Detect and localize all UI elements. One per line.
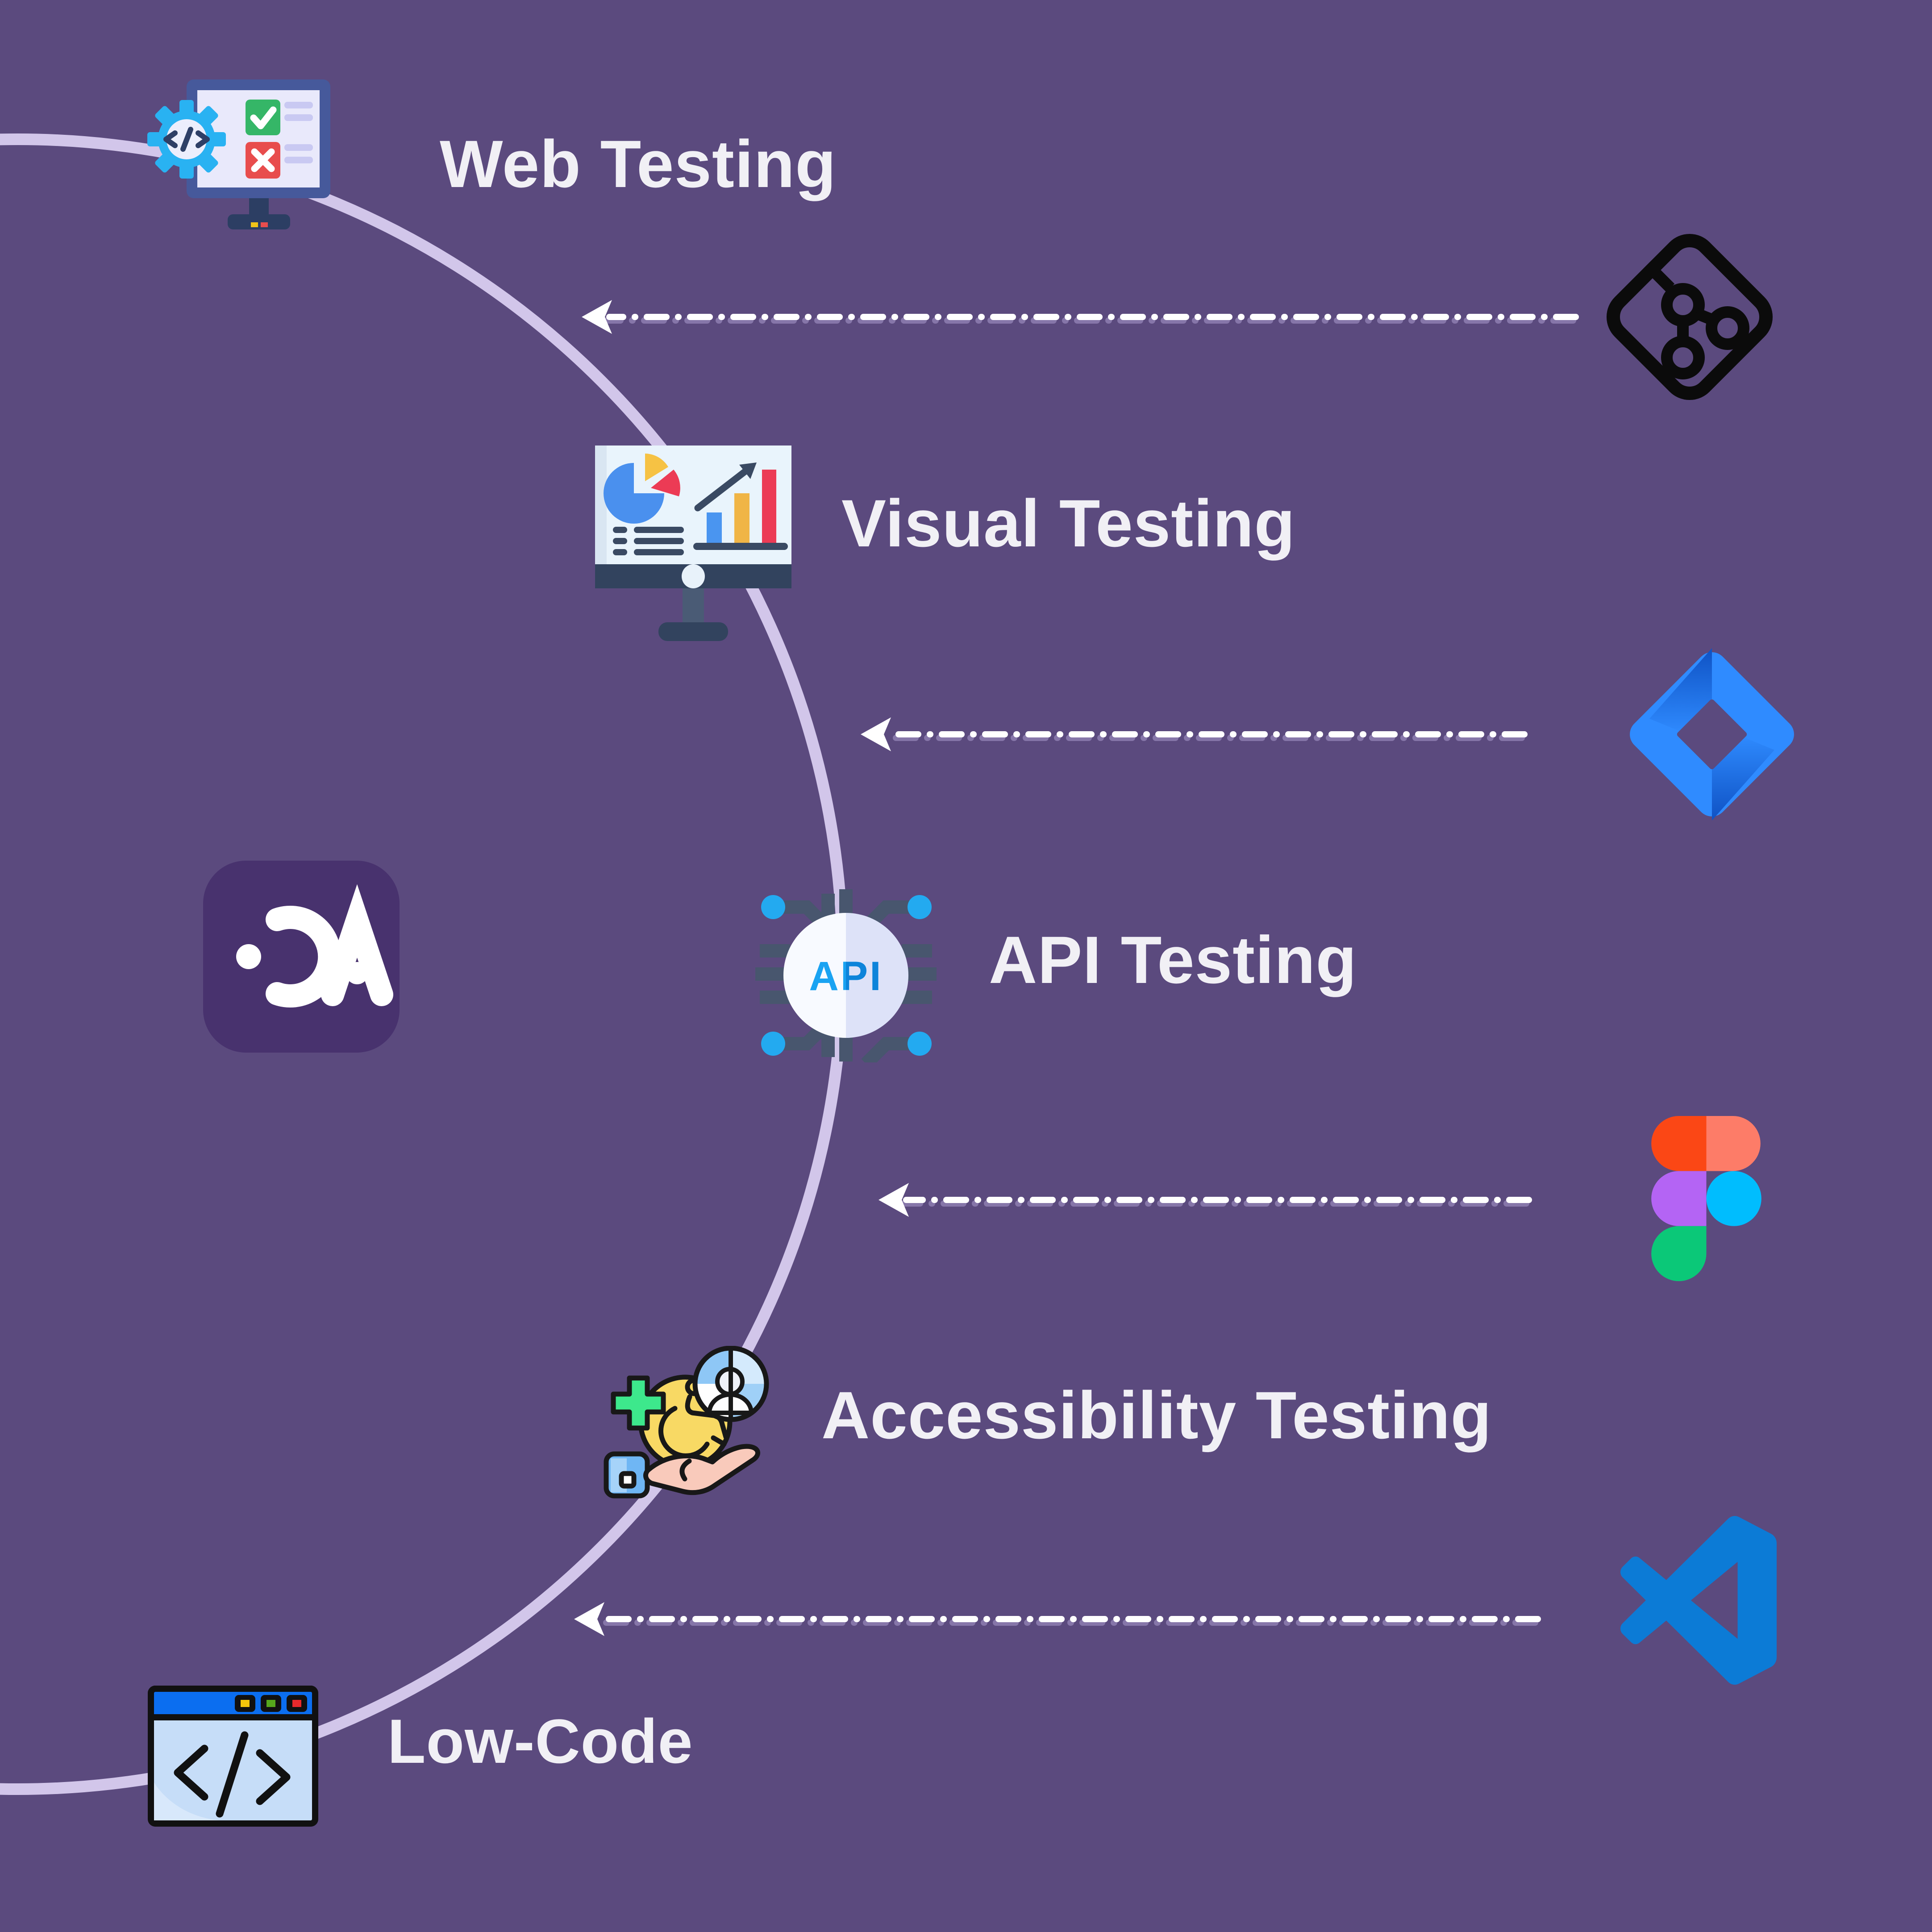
jira-shade-top xyxy=(1649,648,1712,734)
api-chip-text: API xyxy=(809,954,883,999)
vision-wheel-icon xyxy=(692,1346,769,1422)
visual-testing-icon xyxy=(595,446,791,641)
orbit-curve xyxy=(0,133,849,1795)
label-low-code: Low-Code xyxy=(387,1706,693,1776)
label-api-testing: API Testing xyxy=(989,922,1357,997)
label-visual-testing: Visual Testing xyxy=(841,486,1296,561)
camera-dot xyxy=(682,564,705,588)
dashed-arrow-api xyxy=(879,1183,1532,1217)
accessibility-testing-icon xyxy=(604,1346,769,1499)
low-code-icon xyxy=(148,1686,318,1827)
trend-arrow-head xyxy=(739,462,757,479)
pie-chart-blue xyxy=(604,463,664,524)
monitor-neck xyxy=(249,198,269,215)
git-diamond xyxy=(1606,233,1773,400)
trend-arrow-icon xyxy=(694,468,748,512)
visual-studio-mark xyxy=(1620,1516,1777,1685)
hand-icon xyxy=(643,1444,760,1495)
check-mark-icon xyxy=(250,106,277,129)
arrow-head-left-icon xyxy=(574,1602,604,1636)
arrow-head-left-icon xyxy=(582,300,612,334)
pie-chart-red xyxy=(651,470,680,496)
jira-diamond-hole xyxy=(1677,699,1747,770)
web-testing-icon xyxy=(147,79,330,229)
figma-mid-left xyxy=(1651,1171,1707,1226)
visual-studio-logo xyxy=(1620,1516,1777,1685)
hand-thumb-line xyxy=(679,1458,692,1482)
bar-baseline xyxy=(693,543,788,550)
label-web-testing: Web Testing xyxy=(440,126,837,201)
window-buttons xyxy=(235,1695,307,1712)
screen-text-line xyxy=(284,102,313,108)
base-light-yellow xyxy=(251,222,258,227)
base-light-red xyxy=(261,222,268,227)
label-accessibility-testing: Accessibility Testing xyxy=(821,1378,1492,1453)
da-logo xyxy=(203,861,400,1053)
jira-shade-bottom xyxy=(1712,734,1774,820)
monitor-base xyxy=(228,214,290,229)
git-branch-glyph xyxy=(1643,260,1749,379)
screen-text-line xyxy=(284,144,313,151)
browser-body-shade xyxy=(154,1782,221,1820)
dashed-arrow-web xyxy=(582,300,1579,334)
arrow-head-left-icon xyxy=(861,717,891,751)
api-chip-circle xyxy=(783,913,908,1038)
code-glyph xyxy=(163,127,210,152)
screen-text-line xyxy=(284,114,313,121)
code-glyph xyxy=(174,1731,291,1818)
api-testing-icon: API xyxy=(755,889,937,1062)
cross-mark-icon xyxy=(251,148,275,172)
arrow-head-left-icon xyxy=(879,1183,909,1217)
bar-blue xyxy=(707,512,722,545)
figma-top-left xyxy=(1651,1116,1707,1171)
git-logo xyxy=(1606,233,1773,400)
monitor-base xyxy=(658,622,728,641)
bar-red xyxy=(762,470,776,545)
dashed-arrow-lowcode xyxy=(574,1602,1541,1636)
monitor-neck xyxy=(683,588,704,625)
board-edge xyxy=(595,446,607,564)
bar-yellow xyxy=(734,493,749,545)
figma-top-right xyxy=(1706,1116,1761,1171)
circuit-nodes xyxy=(761,895,932,1056)
board-text-lines xyxy=(613,527,684,555)
braille-block-icon xyxy=(604,1451,650,1499)
dashed-arrow-visual xyxy=(861,717,1528,751)
figma-mid-right xyxy=(1706,1171,1761,1226)
screen-text-line xyxy=(284,157,313,163)
figma-logo xyxy=(1651,1116,1761,1281)
code-gear-icon xyxy=(147,100,226,179)
jira-logo xyxy=(1630,648,1794,820)
medical-cross-icon xyxy=(611,1375,666,1431)
pie-chart-yellow xyxy=(645,454,668,481)
da-logo-glyph xyxy=(266,884,393,1008)
figma-bottom xyxy=(1651,1226,1707,1281)
